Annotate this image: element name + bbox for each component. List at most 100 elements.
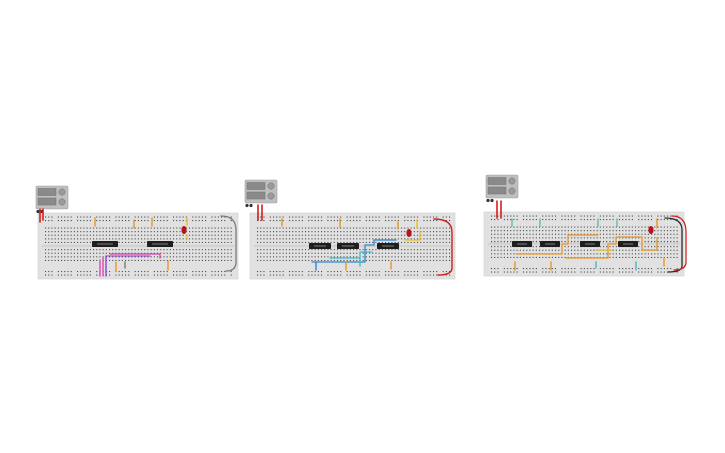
wire[interactable] — [565, 236, 658, 259]
rail-hole — [667, 215, 669, 217]
terminal-hole — [125, 238, 127, 240]
terminal-hole — [317, 238, 319, 240]
knob-icon[interactable] — [267, 192, 275, 200]
knob-icon[interactable] — [58, 188, 66, 196]
terminal-hole — [125, 259, 127, 261]
terminal-hole — [503, 246, 505, 248]
terminal-hole — [657, 240, 659, 242]
terminal-hole — [314, 241, 316, 243]
terminal-hole — [61, 249, 63, 251]
rail-hole — [394, 220, 396, 222]
wire[interactable] — [109, 253, 161, 259]
led[interactable] — [406, 229, 412, 237]
terminal-hole — [497, 237, 499, 239]
terminal-hole — [491, 249, 493, 251]
rail-hole — [276, 271, 278, 273]
terminal-hole — [523, 230, 525, 232]
terminal-hole — [198, 227, 200, 229]
psu-display — [487, 186, 507, 195]
rail-hole — [510, 215, 512, 217]
rail-hole — [198, 216, 200, 218]
rail-hole — [340, 271, 342, 273]
terminal-hole — [169, 234, 171, 236]
terminal-hole — [340, 249, 342, 251]
rail-hole — [217, 220, 219, 222]
terminal-hole — [651, 246, 653, 248]
wire[interactable] — [329, 251, 373, 259]
terminal-hole — [519, 237, 521, 239]
terminal-hole — [606, 246, 608, 248]
knob-icon[interactable] — [508, 177, 516, 185]
terminal-hole — [185, 241, 187, 243]
rail-hole — [147, 216, 149, 218]
ground-wire[interactable] — [664, 217, 683, 273]
terminal-hole — [340, 238, 342, 240]
wire[interactable] — [404, 230, 421, 241]
terminal-hole — [211, 227, 213, 229]
terminal-hole — [157, 234, 159, 236]
terminal-hole — [388, 241, 390, 243]
knob-icon[interactable] — [508, 187, 516, 195]
rail-hole — [359, 216, 361, 218]
terminal-hole — [169, 256, 171, 258]
terminal-hole — [404, 241, 406, 243]
rail-hole — [507, 271, 509, 273]
terminal-hole — [308, 241, 310, 243]
rail-hole — [217, 216, 219, 218]
terminal-hole — [394, 249, 396, 251]
wire[interactable] — [311, 239, 397, 263]
terminal-hole — [593, 253, 595, 255]
terminal-hole — [631, 237, 633, 239]
knob-icon[interactable] — [58, 198, 66, 206]
rail-hole — [619, 271, 621, 273]
terminal-hole — [308, 231, 310, 233]
terminal-icon — [245, 203, 249, 208]
rail-hole — [433, 220, 435, 222]
rail-hole — [125, 274, 127, 276]
terminal-hole — [651, 237, 653, 239]
terminal-hole — [201, 256, 203, 258]
terminal-hole — [112, 256, 114, 258]
terminal-hole — [494, 240, 496, 242]
terminal-hole — [571, 246, 573, 248]
terminal-hole — [163, 231, 165, 233]
rail-hole — [198, 271, 200, 273]
terminal-hole — [439, 227, 441, 229]
rail-hole — [321, 216, 323, 218]
terminal-hole — [276, 227, 278, 229]
terminal-hole — [311, 256, 313, 258]
terminal-hole — [96, 252, 98, 254]
terminal-hole — [317, 241, 319, 243]
rail-hole — [429, 274, 431, 276]
power-wire[interactable] — [671, 215, 687, 271]
terminal-hole — [558, 226, 560, 228]
terminal-hole — [160, 259, 162, 261]
terminal-hole — [80, 241, 82, 243]
rail-hole — [426, 271, 428, 273]
power-wire[interactable] — [433, 218, 453, 276]
rail-hole — [625, 268, 627, 270]
terminal-hole — [208, 241, 210, 243]
rail-hole — [372, 216, 374, 218]
rail-hole — [561, 271, 563, 273]
knob-icon[interactable] — [267, 182, 275, 190]
led[interactable] — [648, 226, 654, 234]
terminal-hole — [279, 234, 281, 236]
rail-hole — [631, 271, 633, 273]
rail-hole — [67, 274, 69, 276]
terminal-hole — [551, 226, 553, 228]
terminal-hole — [539, 233, 541, 235]
terminal-hole — [131, 252, 133, 254]
rail-hole — [330, 220, 332, 222]
rail-hole — [125, 220, 127, 222]
terminal-hole — [378, 259, 380, 261]
led[interactable] — [181, 226, 187, 234]
rail-hole — [327, 216, 329, 218]
terminal-hole — [654, 226, 656, 228]
rail-hole — [80, 220, 82, 222]
wire[interactable] — [515, 234, 599, 255]
terminal-hole — [449, 259, 451, 261]
ground-wire[interactable] — [220, 215, 237, 272]
terminal-hole — [211, 252, 213, 254]
terminal-hole — [619, 230, 621, 232]
